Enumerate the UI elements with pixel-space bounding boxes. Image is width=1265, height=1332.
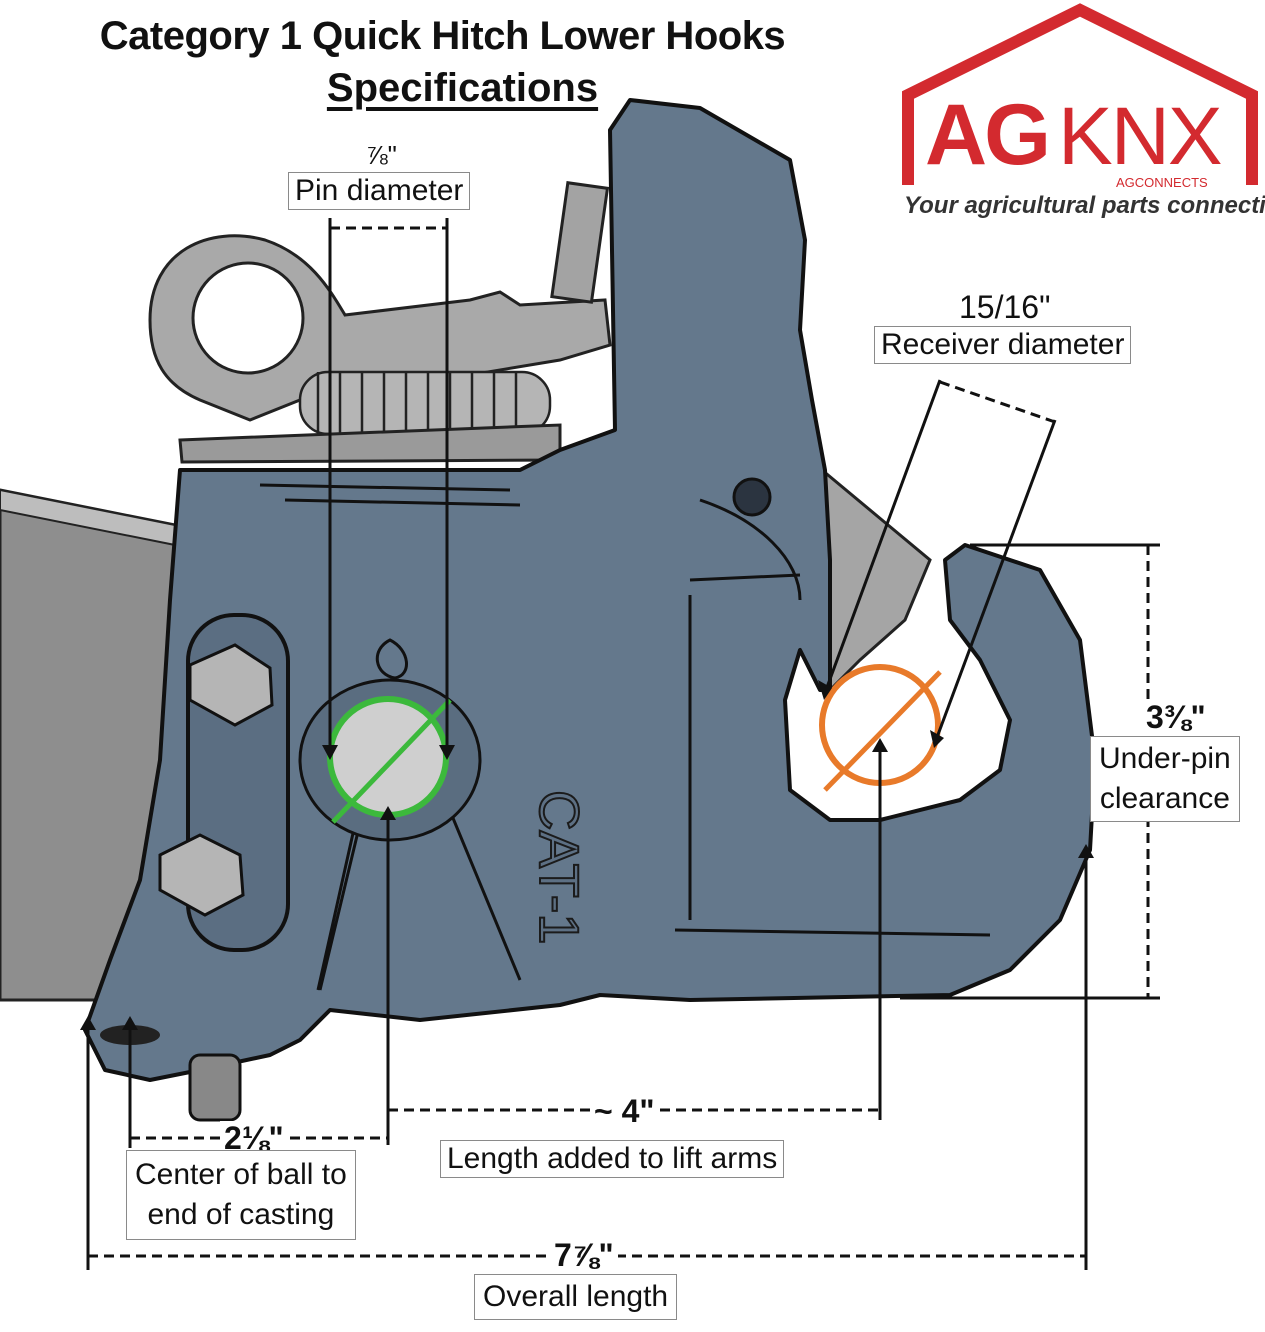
under-pin-label: Under-pin clearance — [1090, 736, 1240, 822]
latch-handle — [148, 181, 612, 422]
spring — [298, 370, 552, 436]
receiver-diameter-marker — [819, 664, 942, 792]
page-subtitle: Specifications — [326, 66, 599, 110]
pin-diameter-value: ⅞" — [362, 138, 401, 172]
ball-center-label-line2: end of casting — [147, 1198, 335, 1231]
under-pin-label-line1: Under-pin — [1099, 742, 1231, 775]
logo-knx: KNX — [1058, 91, 1223, 182]
overall-length-value: 7⅞" — [550, 1238, 618, 1272]
under-pin-value: 3⅜" — [1142, 700, 1210, 734]
overall-length-label: Overall length — [474, 1274, 678, 1320]
hitch-body — [83, 98, 1097, 1122]
added-length-value: ~ 4" — [590, 1094, 659, 1128]
under-pin-label-line2: clearance — [1099, 782, 1230, 815]
ball-center-label: Center of ball to end of casting — [126, 1150, 356, 1240]
casting-mark: CAT-1 — [528, 790, 591, 945]
logo-tagline: Your agricultural parts connection — [904, 192, 1265, 219]
receiver-diameter-label: Receiver diameter — [874, 326, 1132, 364]
arrow-heads — [80, 680, 1094, 1030]
ball-center-label-line1: Center of ball to — [135, 1158, 347, 1191]
pin-diameter-label: Pin diameter — [288, 172, 471, 210]
logo-ag: AG — [925, 87, 1051, 183]
logo-sub: AGCONNECTS — [1116, 175, 1208, 190]
ball-center-value: 2⅛" — [220, 1121, 288, 1155]
receiver-diameter-value: 15/16" — [955, 290, 1055, 324]
page-title: Category 1 Quick Hitch Lower Hooks — [99, 14, 786, 58]
logo-barn — [902, 3, 1258, 185]
added-length-label: Length added to lift arms — [440, 1140, 785, 1178]
